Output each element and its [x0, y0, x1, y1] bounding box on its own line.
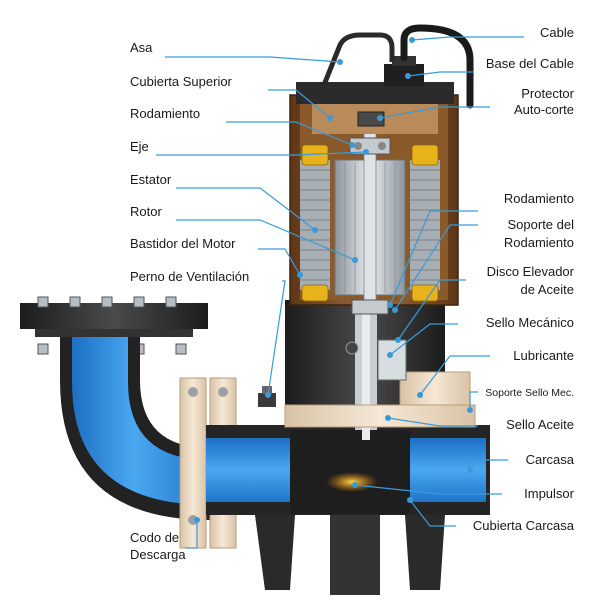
upper-bearing — [349, 137, 391, 155]
label-eje: Eje — [130, 139, 149, 154]
left-labels: Asa Cubierta Superior Rodamiento Eje Est… — [130, 40, 249, 562]
label-protector-2: Auto-corte — [514, 102, 574, 117]
label-bastidor-motor: Bastidor del Motor — [130, 236, 236, 251]
label-rodamiento-superior: Rodamiento — [130, 106, 200, 121]
label-sello-aceite: Sello Aceite — [506, 417, 574, 432]
label-cubierta-superior: Cubierta Superior — [130, 74, 233, 89]
label-rotor: Rotor — [130, 204, 162, 219]
pump-casing — [206, 425, 490, 595]
label-codo-descarga-1: Codo de — [130, 530, 179, 545]
label-soporte-rodamiento-2: Rodamiento — [504, 235, 574, 250]
label-protector-1: Protector — [521, 86, 574, 101]
label-cable: Cable — [540, 25, 574, 40]
vent-bolt — [258, 386, 276, 407]
label-disco-elevador-1: Disco Elevador — [487, 264, 575, 279]
label-sello-mecanico: Sello Mecánico — [486, 315, 574, 330]
label-rodamiento-inferior: Rodamiento — [504, 191, 574, 206]
lower-bearing — [351, 299, 389, 315]
top-cover — [296, 82, 454, 134]
label-disco-elevador-2: de Aceite — [521, 282, 575, 297]
label-asa: Asa — [130, 40, 153, 55]
seal-chamber — [284, 300, 476, 440]
handle — [317, 32, 395, 96]
label-base-cable: Base del Cable — [486, 56, 574, 71]
label-cubierta-carcasa: Cubierta Carcasa — [473, 518, 575, 533]
right-labels: Cable Base del Cable Protector Auto-cort… — [473, 25, 575, 533]
label-estator: Estator — [130, 172, 172, 187]
leader-dots — [194, 37, 473, 523]
label-perno-ventilacion: Perno de Ventilación — [130, 269, 249, 284]
thermal-protector — [357, 111, 385, 127]
cable — [400, 24, 474, 109]
label-soporte-sello: Soporte Sello Mec. — [485, 387, 574, 399]
stator — [300, 160, 440, 290]
label-codo-descarga-2: Descarga — [130, 547, 186, 562]
discharge-elbow — [60, 337, 210, 520]
label-soporte-rodamiento-1: Soporte del — [508, 217, 575, 232]
leader-lines — [156, 36, 524, 549]
discharge-flange — [20, 303, 208, 337]
label-lubricante: Lubricante — [513, 348, 574, 363]
label-carcasa: Carcasa — [526, 452, 575, 467]
label-impulsor: Impulsor — [524, 486, 575, 501]
